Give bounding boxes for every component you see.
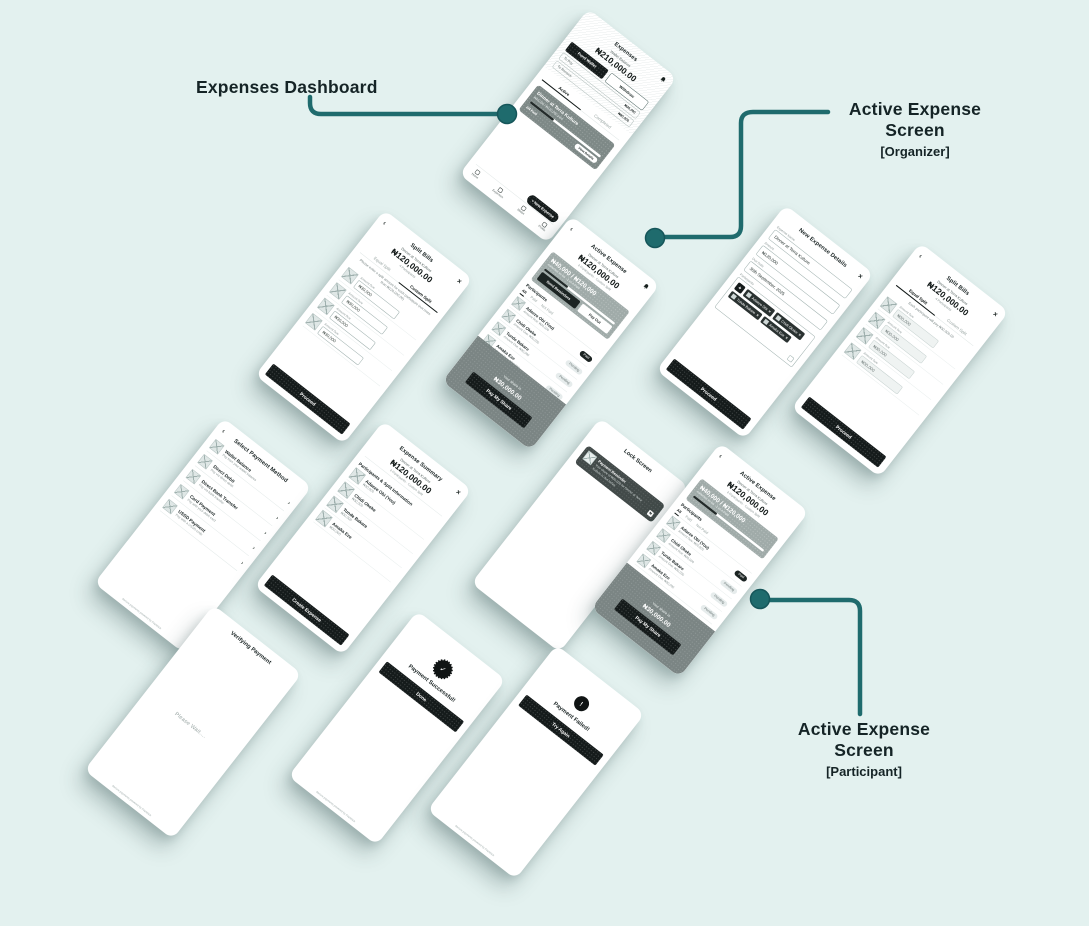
card-payment-icon [174, 483, 190, 500]
back-icon[interactable]: ‹ [568, 224, 576, 233]
wallet-method-icon [209, 438, 225, 455]
secure-payment-footnote: Secure payments powered by Paystack [454, 824, 495, 858]
avatar-placeholder [666, 515, 681, 531]
ussd-payment-icon [162, 498, 178, 515]
avatar-placeholder [511, 296, 526, 311]
nav-item-profile[interactable]: Profile [537, 220, 549, 232]
avatar-placeholder [501, 308, 517, 324]
secure-payment-footnote: Secure payments powered by Paystack [111, 784, 152, 818]
failed-alert-icon: ! [571, 693, 593, 715]
remove-participant-icon[interactable]: × [755, 312, 760, 318]
proceed-button[interactable]: Proceed [665, 358, 752, 430]
nav-item-home[interactable]: Home [471, 168, 483, 180]
proceed-button[interactable]: Proceed [264, 363, 351, 435]
avatar-placeholder [656, 528, 671, 543]
connector-participant [767, 597, 863, 717]
verifying-payment-title: Verifying Payment [229, 630, 273, 666]
participants-box-checkbox[interactable] [786, 354, 795, 363]
back-icon[interactable]: ‹ [717, 451, 725, 460]
connector-dot-participant [749, 588, 771, 610]
annotation-organizer: Active Expense Screen [Organizer] [848, 99, 982, 159]
avatar-placeholder [491, 321, 507, 337]
notification-pay-icon[interactable]: ₦ [646, 509, 655, 518]
chevron-right-icon: › [286, 500, 292, 506]
close-icon[interactable]: × [455, 276, 464, 286]
notification-bell-icon[interactable] [658, 76, 667, 85]
proceed-button[interactable]: Proceed [800, 396, 887, 468]
direct-debit-icon [197, 453, 213, 470]
screen-verifying-payment: Verifying Payment Please Wait.... Secure… [84, 604, 302, 840]
nav-item-wallet[interactable]: Wallet [516, 204, 528, 216]
connector-dashboard [307, 94, 500, 117]
chevron-right-icon: › [274, 514, 280, 521]
nav-item-expenses[interactable]: Expenses [491, 186, 504, 200]
avatar-placeholder [646, 540, 662, 556]
close-icon[interactable]: × [856, 271, 865, 281]
chevron-right-icon: › [251, 544, 257, 551]
connector-dot-organizer [644, 227, 666, 249]
secure-payment-footnote: Secure payments powered by Paystack [121, 597, 162, 631]
chevron-right-icon: › [239, 559, 245, 566]
secure-payment-footnote: Secure payments powered by Paystack [315, 790, 356, 824]
screen-expenses-dashboard: Expenses Wallet Balance ₦210,000.00 Fund… [459, 8, 677, 244]
screen-active-expense-organizer: ‹ Active Expense Dinner at Terra Kulture… [442, 215, 660, 451]
back-icon[interactable]: ‹ [381, 218, 389, 227]
annotation-participant: Active Expense Screen [Participant] [797, 719, 931, 779]
notification-body: Your share of ₦30,000 for Dinner at Terr… [591, 463, 643, 503]
avatar-placeholder [582, 450, 598, 466]
remove-participant-icon[interactable]: × [767, 308, 773, 314]
close-icon[interactable]: × [454, 487, 463, 497]
create-expense-button[interactable]: Create Expense [263, 574, 350, 646]
avatar-placeholder [636, 553, 652, 569]
success-seal-icon: ✓ [428, 655, 457, 684]
notification-bell-icon[interactable] [641, 283, 650, 292]
back-icon[interactable]: ‹ [917, 251, 925, 260]
chevron-right-icon: › [263, 529, 269, 536]
please-wait-text: Please Wait.... [173, 710, 208, 740]
remove-participant-icon[interactable]: × [784, 335, 790, 341]
status-badge: Paid [733, 569, 749, 583]
push-notification[interactable]: Payment Reminder Your share of ₦30,000 f… [574, 444, 666, 523]
bottom-navigation: Home Expenses Wallet Profile [468, 163, 554, 234]
annotation-expenses-dashboard: Expenses Dashboard [196, 77, 378, 97]
remove-participant-icon[interactable]: × [797, 332, 803, 338]
back-icon[interactable]: ‹ [220, 426, 228, 435]
close-icon[interactable]: × [991, 309, 1000, 319]
bank-transfer-icon [185, 468, 202, 485]
screen-expense-summary: Expense Summary × Dinner at Terra Kultur… [254, 420, 472, 656]
screen-split-bills-custom: ‹ Split Bills × Dinner at Terra Kulture … [255, 209, 473, 445]
status-badge: Paid [578, 349, 594, 363]
